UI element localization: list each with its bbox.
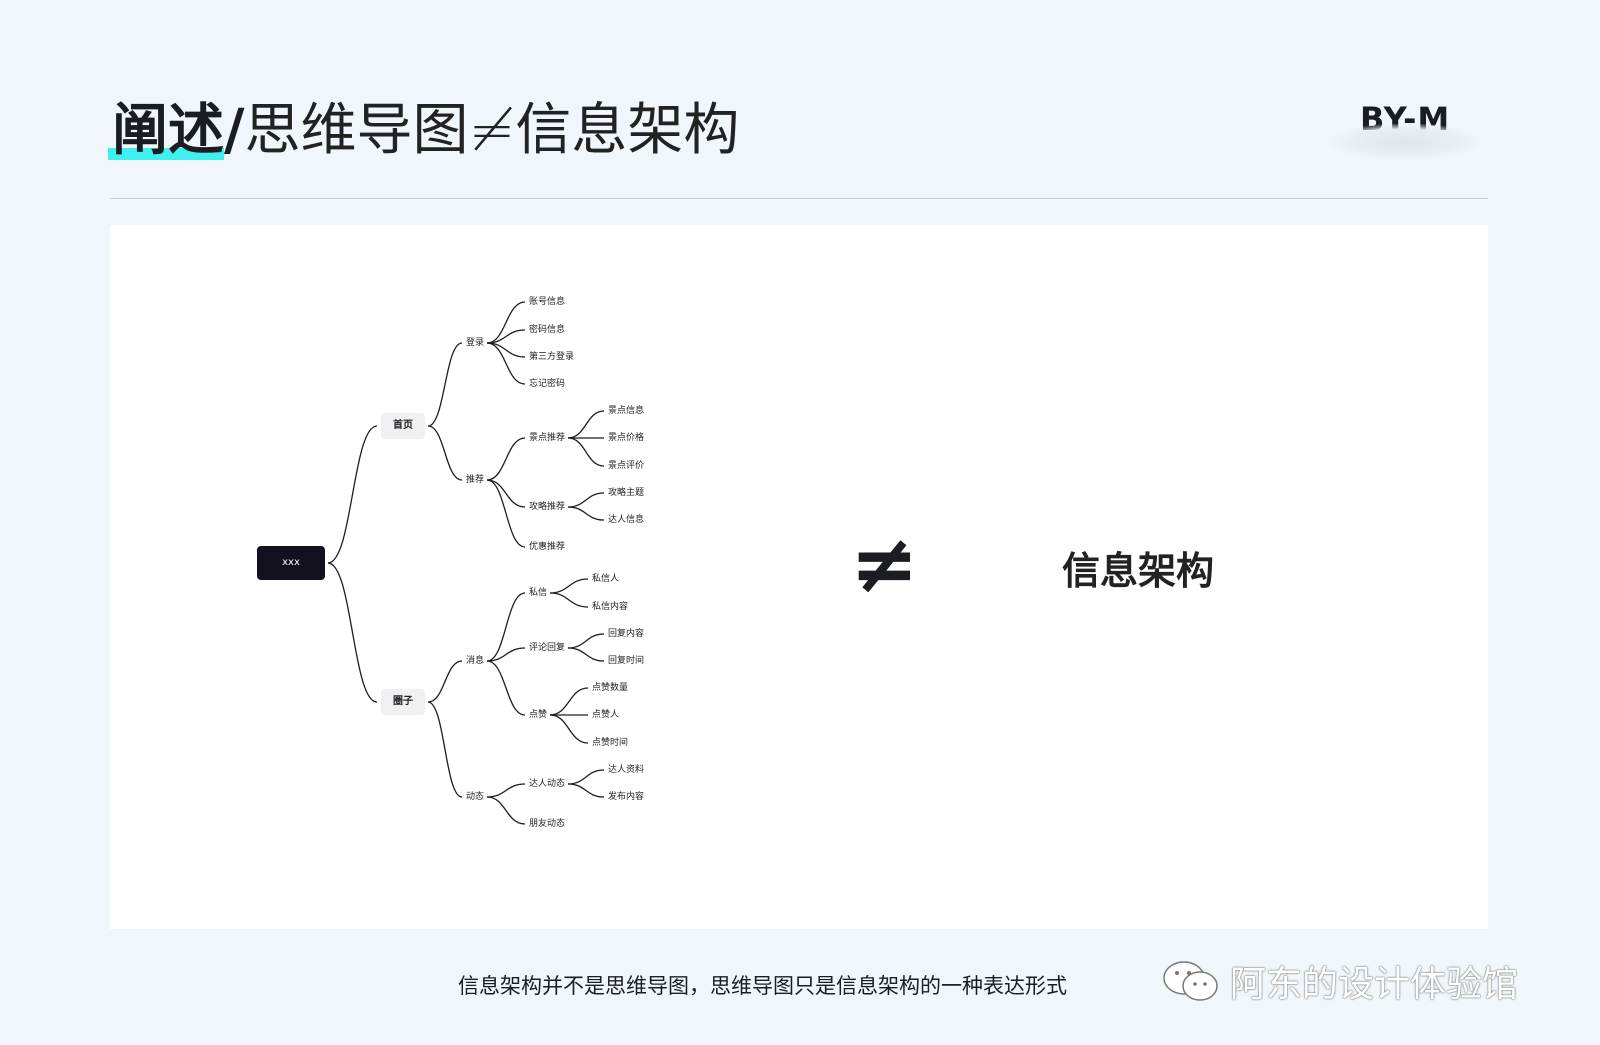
mindmap-node: 攻略推荐: [529, 502, 566, 512]
mindmap-node: 私信内容: [592, 602, 629, 612]
mindmap-node: 达人动态: [529, 779, 566, 789]
divider: [110, 198, 1488, 199]
mindmap-node: 私信人: [592, 574, 620, 584]
mindmap-node: 动态: [466, 792, 485, 802]
mindmap-node: 点赞数量: [592, 683, 629, 693]
title-light: 思维导图≠信息架构: [244, 98, 740, 163]
information-architecture-label: 信息架构: [1062, 549, 1215, 593]
mindmap-node: 私信: [529, 588, 548, 598]
mindmap-node: 景点推荐: [529, 433, 566, 443]
mindmap-node: 优惠推荐: [529, 542, 566, 552]
not-equal-symbol: ≠: [850, 517, 919, 612]
mindmap-node: 账号信息: [529, 297, 566, 307]
watermark: 阿东的设计体验馆: [1160, 955, 1518, 1007]
mindmap-node: 景点评价: [608, 461, 645, 471]
mindmap-node: 发布内容: [608, 792, 645, 802]
mindmap-node: 圈子: [381, 689, 425, 715]
mindmap-node: 登录: [466, 338, 485, 348]
mindmap-node: 朋友动态: [529, 819, 566, 829]
mindmap-node: 回复内容: [608, 629, 645, 639]
brand-blur: [1330, 124, 1480, 160]
mindmap-root: xxx: [257, 546, 325, 580]
mindmap-node: 景点价格: [608, 433, 645, 443]
mindmap-node: 达人资料: [608, 765, 645, 775]
mindmap-node: 点赞时间: [592, 738, 629, 748]
wechat-icon: [1163, 961, 1218, 1001]
mindmap-node: 点赞人: [592, 710, 620, 720]
mindmap-node: 景点信息: [608, 406, 645, 416]
mindmap-node: 第三方登录: [529, 352, 575, 362]
mindmap-node: 评论回复: [529, 643, 566, 653]
title-bold-text: 阐述: [112, 98, 224, 163]
caption: 信息架构并不是思维导图，思维导图只是信息架构的一种表达形式: [458, 974, 1067, 998]
mindmap-node: 密码信息: [529, 325, 566, 335]
title-bold: 阐述: [108, 96, 224, 166]
title-slash: /: [224, 98, 245, 163]
mindmap-node: 攻略主题: [608, 488, 645, 498]
mindmap-node: 回复时间: [608, 656, 645, 666]
page-title: 阐述/思维导图≠信息架构: [108, 96, 740, 166]
mindmap-node: 达人信息: [608, 515, 645, 525]
mindmap-node: 消息: [466, 656, 485, 666]
mindmap-node: 忘记密码: [529, 379, 566, 389]
mindmap-node: 首页: [381, 413, 425, 439]
mindmap-node: 推荐: [466, 475, 485, 485]
mindmap-node: 点赞: [529, 710, 548, 720]
watermark-text: 阿东的设计体验馆: [1230, 964, 1519, 1005]
